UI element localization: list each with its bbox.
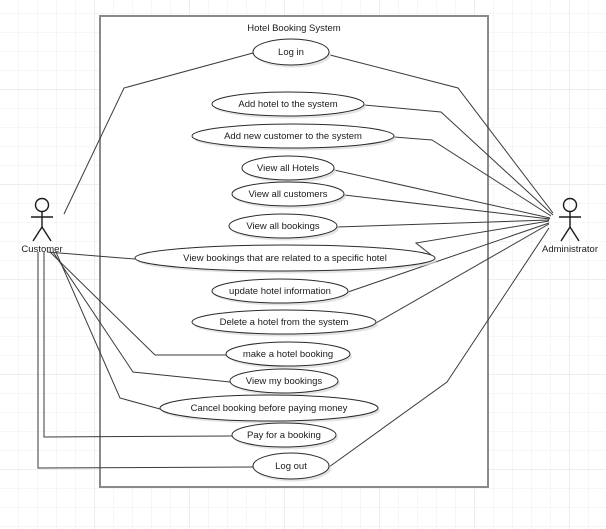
use-case-label: View all bookings <box>246 221 319 232</box>
use-case-label: Delete a hotel from the system <box>220 317 349 328</box>
use-case-update-hotel[interactable]: update hotel information <box>211 278 350 306</box>
use-case-login[interactable]: Log in <box>252 38 331 68</box>
use-case-ellipse[interactable] <box>252 38 330 66</box>
association-administrator-to-view-hotels <box>333 169 551 219</box>
actor-right-leg-icon <box>569 226 580 242</box>
association-administrator-to-view-customers <box>343 194 551 220</box>
use-case-delete-hotel[interactable]: Delete a hotel from the system <box>191 309 378 337</box>
association-customer-to-make-booking <box>49 251 226 356</box>
association-administrator-to-add-hotel <box>363 104 554 216</box>
association-customer-to-view-hotel-bookings <box>46 251 136 260</box>
use-case-ellipse[interactable] <box>211 91 365 117</box>
use-case-label: View my bookings <box>246 376 323 387</box>
use-case-ellipse[interactable] <box>211 278 349 304</box>
association-administrator-to-login <box>329 54 554 214</box>
use-case-add-hotel[interactable]: Add hotel to the system <box>211 91 366 119</box>
association-administrator-to-view-bookings <box>336 219 550 228</box>
association-customer-to-log-out <box>37 252 254 469</box>
use-case-view-my-bookings[interactable]: View my bookings <box>229 368 340 396</box>
actor-head-icon <box>562 197 578 213</box>
actor-head-icon <box>34 197 50 213</box>
use-case-ellipse[interactable] <box>231 181 345 207</box>
use-case-label: Log out <box>275 461 307 472</box>
association-customer-to-pay-booking <box>43 252 233 438</box>
use-case-label: update hotel information <box>229 286 331 297</box>
use-case-view-hotels[interactable]: View all Hotels <box>241 155 336 183</box>
use-case-label: make a hotel booking <box>243 349 333 360</box>
association-administrator-to-add-customer <box>393 136 552 217</box>
use-case-log-out[interactable]: Log out <box>252 452 331 482</box>
use-case-ellipse[interactable] <box>159 394 379 422</box>
actor-left-leg-icon <box>32 226 43 242</box>
actor-right-leg-icon <box>41 226 52 242</box>
system-boundary-title: Hotel Booking System <box>247 23 341 34</box>
use-case-cancel-booking[interactable]: Cancel booking before paying money <box>159 394 380 424</box>
use-case-view-bookings[interactable]: View all bookings <box>228 213 339 241</box>
use-case-ellipse[interactable] <box>231 422 337 448</box>
association-lines <box>37 52 554 469</box>
use-case-label: Log in <box>278 47 304 58</box>
actor-label: Customer <box>21 244 62 255</box>
use-case-ellipse[interactable] <box>134 244 436 272</box>
use-case-ellipse[interactable] <box>191 309 377 335</box>
use-case-ellipse[interactable] <box>252 452 330 480</box>
association-administrator-to-view-hotel-bookings <box>414 220 550 259</box>
actor-nodes: Customer Administrator <box>21 197 598 256</box>
association-customer-to-cancel-booking <box>55 251 161 410</box>
use-case-label: View all customers <box>248 189 327 200</box>
use-case-label: Cancel booking before paying money <box>191 403 348 414</box>
actor-label: Administrator <box>542 244 598 255</box>
use-case-view-customers[interactable]: View all customers <box>231 181 346 209</box>
use-case-label: View all Hotels <box>257 163 319 174</box>
use-case-ellipse[interactable] <box>229 368 339 394</box>
actor-administrator[interactable]: Administrator <box>542 197 598 256</box>
use-case-add-customer[interactable]: Add new customer to the system <box>191 123 396 151</box>
use-case-ellipse[interactable] <box>225 341 351 367</box>
use-case-label: Pay for a booking <box>247 430 321 441</box>
association-customer-to-login <box>63 52 254 215</box>
use-case-label: Add hotel to the system <box>238 99 337 110</box>
use-case-ellipse[interactable] <box>241 155 335 181</box>
use-case-ellipse[interactable] <box>191 123 395 149</box>
association-administrator-to-update-hotel <box>347 222 550 293</box>
use-case-make-booking[interactable]: make a hotel booking <box>225 341 352 369</box>
use-case-ellipse[interactable] <box>228 213 338 239</box>
association-customer-to-view-my-bookings <box>52 251 231 383</box>
actor-customer[interactable]: Customer <box>21 197 63 256</box>
use-case-view-hotel-bookings[interactable]: View bookings that are related to a spec… <box>134 244 437 274</box>
actor-left-leg-icon <box>560 226 571 242</box>
use-case-label: View bookings that are related to a spec… <box>183 253 387 264</box>
use-case-label: Add new customer to the system <box>224 131 362 142</box>
association-administrator-to-log-out <box>328 227 550 468</box>
use-case-pay-booking[interactable]: Pay for a booking <box>231 422 338 450</box>
association-administrator-to-delete-hotel <box>375 223 550 324</box>
